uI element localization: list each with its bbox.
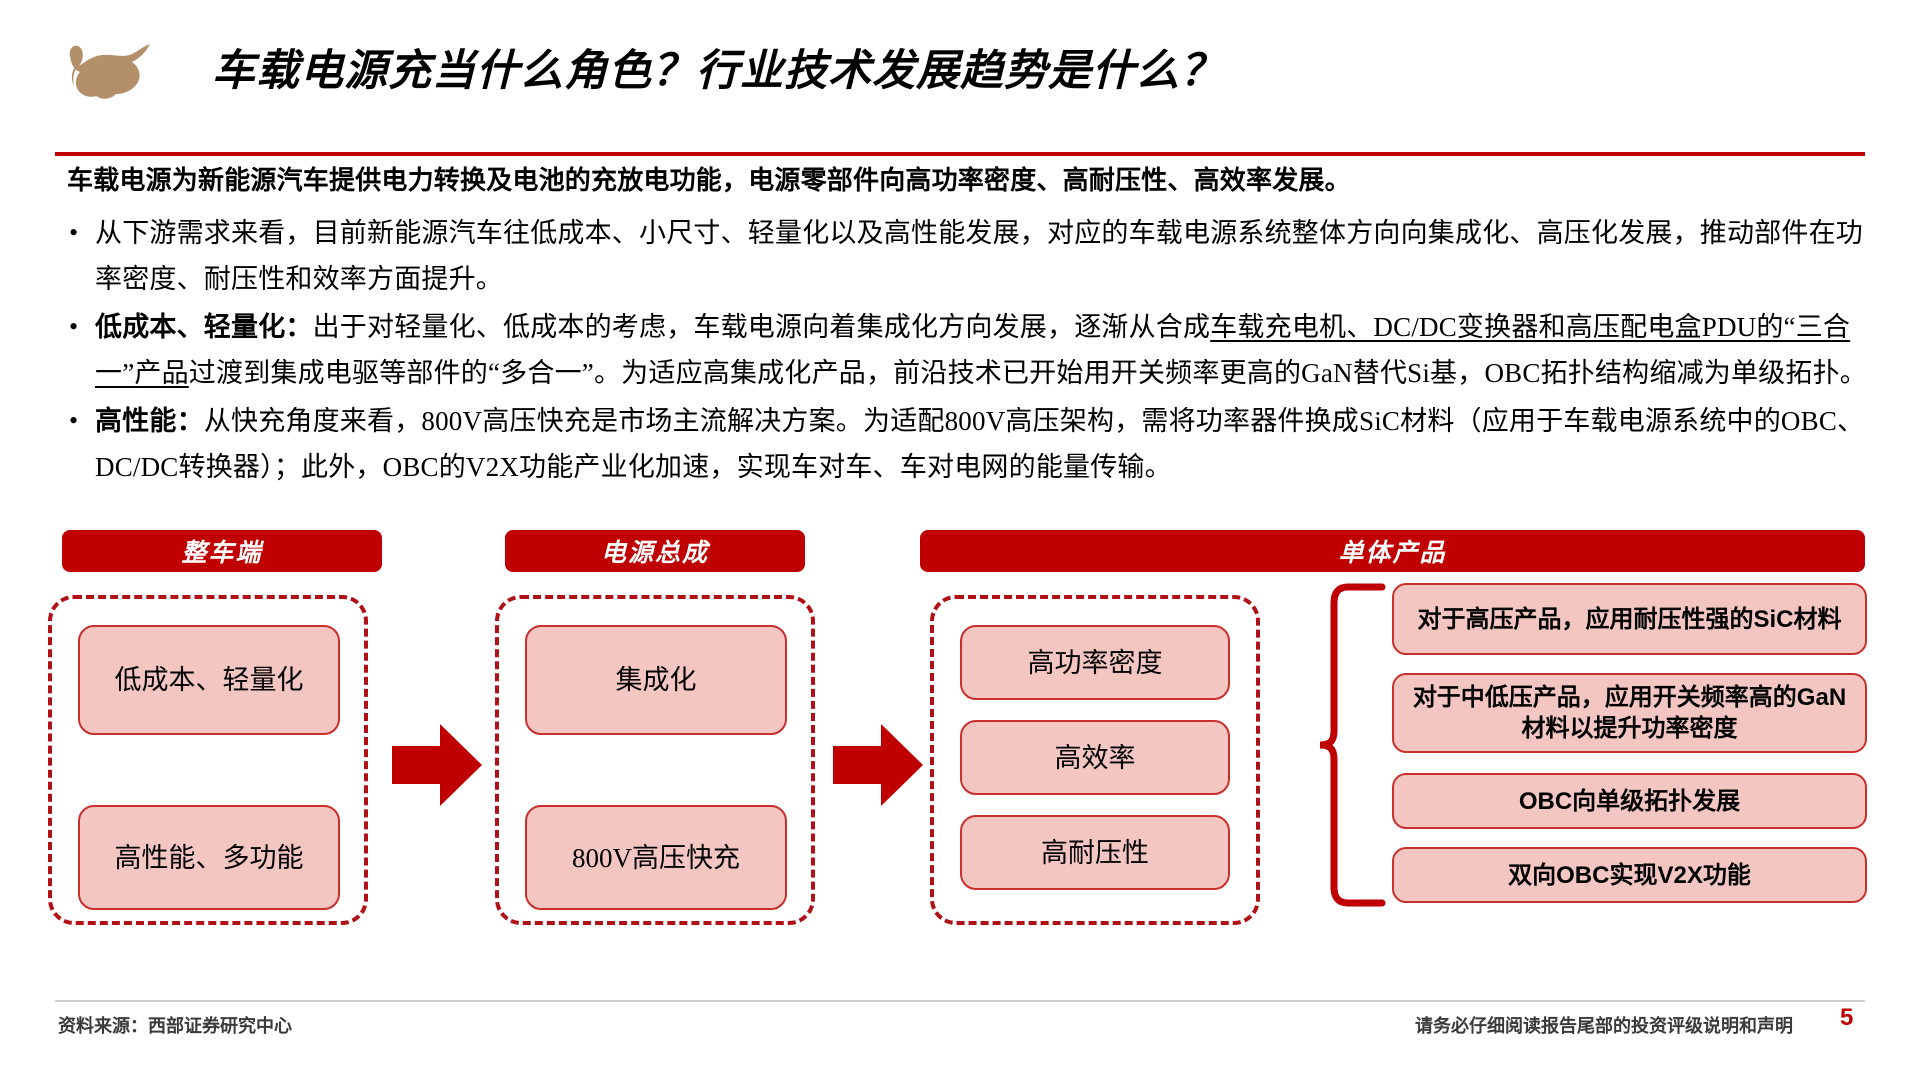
product-box-obc-topology: OBC向单级拓扑发展	[1392, 773, 1867, 829]
disclaimer-note: 请务必仔细阅读报告尾部的投资评级说明和声明	[1415, 1016, 1793, 1036]
bullet-lowcost-label: 低成本、轻量化：	[95, 312, 313, 342]
source-note: 资料来源：西部证券研究中心	[58, 1016, 292, 1036]
product-box-gan: 对于中低压产品，应用开关频率高的GaN材料以提升功率密度	[1392, 673, 1867, 753]
product-box-sic: 对于高压产品，应用耐压性强的SiC材料	[1392, 583, 1867, 655]
product-box-bidirectional-obc: 双向OBC实现V2X功能	[1392, 847, 1867, 903]
diagram-header-power-assembly: 电源总成	[505, 530, 805, 572]
box-high-power-density: 高功率密度	[960, 625, 1230, 700]
box-800v-fast-charge: 800V高压快充	[525, 805, 787, 910]
bullet-demand: 从下游需求来看，目前新能源汽车往低成本、小尺寸、轻量化以及高性能发展，对应的车载…	[55, 210, 1867, 302]
dashed-container-vehicle	[48, 595, 368, 925]
bullet-performance-text: 从快充角度来看，800V高压快充是市场主流解决方案。为适配800V高压架构，需将…	[95, 406, 1865, 482]
dashed-container-power-assembly	[495, 595, 815, 925]
box-low-cost-lightweight: 低成本、轻量化	[78, 625, 340, 735]
bullet-performance-label: 高性能：	[95, 406, 204, 436]
bullet-performance: 高性能：从快充角度来看，800V高压快充是市场主流解决方案。为适配800V高压架…	[55, 398, 1867, 490]
arrow-right-2	[833, 720, 925, 815]
bullet-demand-text: 从下游需求来看，目前新能源汽车往低成本、小尺寸、轻量化以及高性能发展，对应的车载…	[95, 218, 1863, 294]
bullet-lowcost: 低成本、轻量化：出于对轻量化、低成本的考虑，车载电源向着集成化方向发展，逐渐从合…	[55, 304, 1867, 396]
dashed-container-single-product	[930, 595, 1260, 925]
lead-summary: 车载电源为新能源汽车提供电力转换及电池的充放电功能，电源零部件向高功率密度、高耐…	[67, 165, 1351, 195]
page-number: 5	[1840, 1004, 1854, 1031]
box-high-performance-multifunction: 高性能、多功能	[78, 805, 340, 910]
header-divider	[55, 152, 1865, 156]
arrow-right-1	[392, 720, 484, 815]
body-content: 车载电源为新能源汽车提供电力转换及电池的充放电功能，电源零部件向高功率密度、高耐…	[55, 160, 1867, 492]
footer-divider	[55, 1000, 1865, 1002]
bullet-lowcost-underline: 车载充电机、DC/DC变换器和高压配电盒PDU的“三合一”产品	[95, 312, 1851, 388]
bullet-list: 从下游需求来看，目前新能源汽车往低成本、小尺寸、轻量化以及高性能发展，对应的车载…	[55, 210, 1867, 490]
box-integration: 集成化	[525, 625, 787, 735]
box-high-efficiency: 高效率	[960, 720, 1230, 795]
diagram-header-single-product: 单体产品	[920, 530, 1865, 572]
flow-diagram: 整车端 电源总成 单体产品 低成本、轻量化 高性能、多功能 集成化 800V高压…	[0, 525, 1920, 975]
bull-logo	[62, 40, 162, 102]
page-title: 车载电源充当什么角色？行业技术发展趋势是什么？	[212, 47, 1224, 95]
curly-brace	[1290, 583, 1386, 907]
box-high-voltage-resistance: 高耐压性	[960, 815, 1230, 890]
slide-header: 车载电源充当什么角色？行业技术发展趋势是什么？	[0, 0, 1920, 130]
diagram-header-vehicle: 整车端	[62, 530, 382, 572]
